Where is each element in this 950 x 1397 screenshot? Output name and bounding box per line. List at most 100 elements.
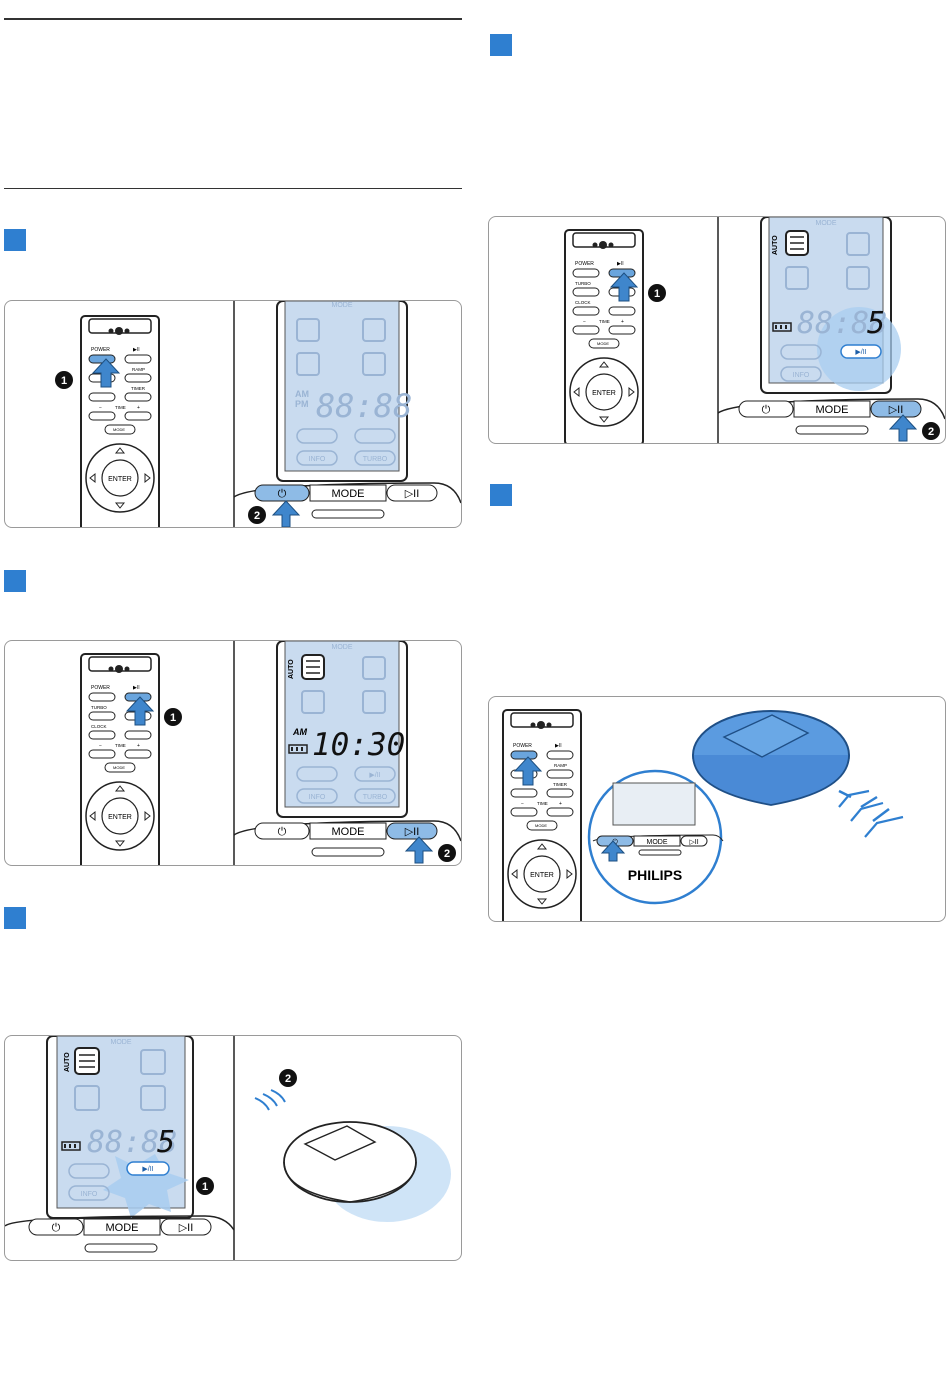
- remote-mode-button[interactable]: [588, 338, 620, 349]
- svg-text:POWER: POWER: [575, 261, 594, 267]
- countdown-digit: 5: [157, 1125, 175, 1160]
- svg-text:⏻: ⏻: [52, 1222, 61, 1234]
- base-power-button[interactable]: [254, 822, 310, 840]
- base-play-button[interactable]: [386, 822, 438, 840]
- svg-text:AUTO: AUTO: [288, 659, 295, 679]
- remote-power-label: POWER: [91, 347, 110, 353]
- base-mode-button[interactable]: [309, 484, 387, 502]
- svg-text:MODE: MODE: [597, 341, 609, 346]
- base-mode-button[interactable]: [83, 1218, 161, 1236]
- remote-timer-label: TIMER: [131, 386, 146, 391]
- remote-power-button[interactable]: [510, 750, 538, 760]
- svg-text:MODE: MODE: [332, 644, 353, 651]
- step-marker-2: [4, 570, 26, 592]
- svg-text:TURBO: TURBO: [575, 281, 591, 286]
- remote-mode-button[interactable]: [526, 820, 558, 831]
- svg-text:MODE: MODE: [111, 1039, 132, 1046]
- countdown-digit: 5: [867, 306, 885, 341]
- base-mode-button[interactable]: [309, 822, 387, 840]
- remote-mode-button[interactable]: [104, 762, 136, 773]
- remote-enter-button[interactable]: [101, 459, 139, 497]
- illustration-power-off-robot: POWER ▶II RAMP TIMER − TIME + MODE ENTER…: [488, 696, 946, 922]
- illustration-remote-play-countdown: POWER ▶II TURBO CLOCK − TIME + MODE ENTE…: [488, 216, 946, 444]
- base-power-button[interactable]: [28, 1218, 84, 1236]
- display-play-button[interactable]: [126, 1161, 170, 1176]
- svg-text:1: 1: [202, 1181, 208, 1193]
- battery-icon: [772, 322, 792, 332]
- remote-enter-button[interactable]: [523, 855, 561, 893]
- remote-enter-button[interactable]: [585, 373, 623, 411]
- battery-icon: [61, 1141, 81, 1151]
- svg-text:TURBO: TURBO: [363, 456, 388, 463]
- svg-text:MODE: MODE: [113, 765, 125, 770]
- svg-text:MODE: MODE: [535, 823, 547, 828]
- svg-text:⏻: ⏻: [278, 488, 287, 500]
- svg-text:▶/II: ▶/II: [369, 772, 380, 779]
- remote-enter-button[interactable]: [101, 797, 139, 835]
- remote-ramp-label: RAMP: [132, 367, 145, 372]
- display-time: 88:88: [316, 387, 412, 425]
- svg-text:MODE: MODE: [106, 1222, 139, 1234]
- svg-text:INFO: INFO: [309, 794, 326, 801]
- svg-text:TIME: TIME: [537, 801, 548, 806]
- svg-text:AM: AM: [295, 389, 309, 399]
- svg-text:CLOCK: CLOCK: [91, 724, 107, 729]
- base-power-button[interactable]: [738, 400, 794, 418]
- remote-play-button[interactable]: [546, 750, 574, 760]
- base-mode-button[interactable]: [633, 835, 681, 847]
- section-rule: [4, 188, 462, 189]
- press-arrow: [271, 500, 301, 527]
- remote-mode-button[interactable]: [104, 424, 136, 435]
- remote-power-button[interactable]: [572, 268, 600, 278]
- svg-text:1: 1: [654, 288, 660, 300]
- base-play-button[interactable]: [870, 400, 922, 418]
- svg-text:+: +: [559, 801, 562, 807]
- base-play-button[interactable]: [680, 835, 708, 847]
- svg-text:ENTER: ENTER: [592, 390, 616, 397]
- base-mode-button[interactable]: [793, 400, 871, 418]
- svg-text:▶II: ▶II: [617, 261, 624, 267]
- svg-text:▷II: ▷II: [689, 839, 698, 846]
- step-marker-5: [490, 484, 512, 506]
- svg-text:INFO: INFO: [793, 372, 810, 379]
- remote-play-button[interactable]: [124, 354, 152, 364]
- svg-text:2: 2: [444, 848, 450, 860]
- illustration-play-time: POWER ▶II TURBO CLOCK − TIME + MODE ENTE…: [4, 640, 462, 866]
- svg-text:2: 2: [928, 426, 934, 438]
- base-power-button[interactable]: [254, 484, 310, 502]
- svg-text:⏻: ⏻: [762, 404, 771, 416]
- top-rule: [4, 18, 462, 20]
- press-arrow: [125, 696, 155, 726]
- svg-text:▶/II: ▶/II: [855, 349, 866, 356]
- svg-text:▶II: ▶II: [555, 743, 562, 749]
- svg-text:⏻: ⏻: [612, 838, 618, 846]
- svg-text:RAMP: RAMP: [554, 763, 567, 768]
- svg-text:INFO: INFO: [309, 456, 326, 463]
- svg-text:⏻: ⏻: [278, 826, 287, 838]
- step-marker-4: [490, 34, 512, 56]
- svg-text:CLOCK: CLOCK: [575, 300, 591, 305]
- remote-power-button[interactable]: [88, 692, 116, 702]
- svg-text:TIME: TIME: [115, 743, 126, 748]
- svg-text:TIME: TIME: [599, 319, 610, 324]
- display-play-button[interactable]: [840, 344, 882, 359]
- battery-icon: [288, 744, 308, 754]
- svg-text:ENTER: ENTER: [108, 476, 132, 483]
- illustration-countdown-start: MODE AUTO 88:88 5 ▶/II INFO 1 ⏻ MODE ▷II…: [4, 1035, 462, 1261]
- svg-text:2: 2: [285, 1073, 291, 1085]
- display-time: 10:30: [312, 727, 405, 763]
- svg-text:MODE: MODE: [332, 826, 365, 838]
- svg-text:−: −: [521, 801, 524, 807]
- svg-text:ENTER: ENTER: [108, 814, 132, 821]
- base-play-button[interactable]: [386, 484, 438, 502]
- svg-text:▷II: ▷II: [405, 488, 420, 500]
- svg-text:TIME: TIME: [115, 405, 126, 410]
- svg-text:AM: AM: [292, 727, 307, 737]
- svg-text:PM: PM: [295, 399, 309, 409]
- remote-power-button[interactable]: [88, 354, 116, 364]
- svg-text:▷II: ▷II: [889, 404, 904, 416]
- base-play-button[interactable]: [160, 1218, 212, 1236]
- philips-logo: PHILIPS: [628, 867, 682, 883]
- svg-text:MODE: MODE: [332, 302, 353, 309]
- svg-text:+: +: [137, 743, 140, 749]
